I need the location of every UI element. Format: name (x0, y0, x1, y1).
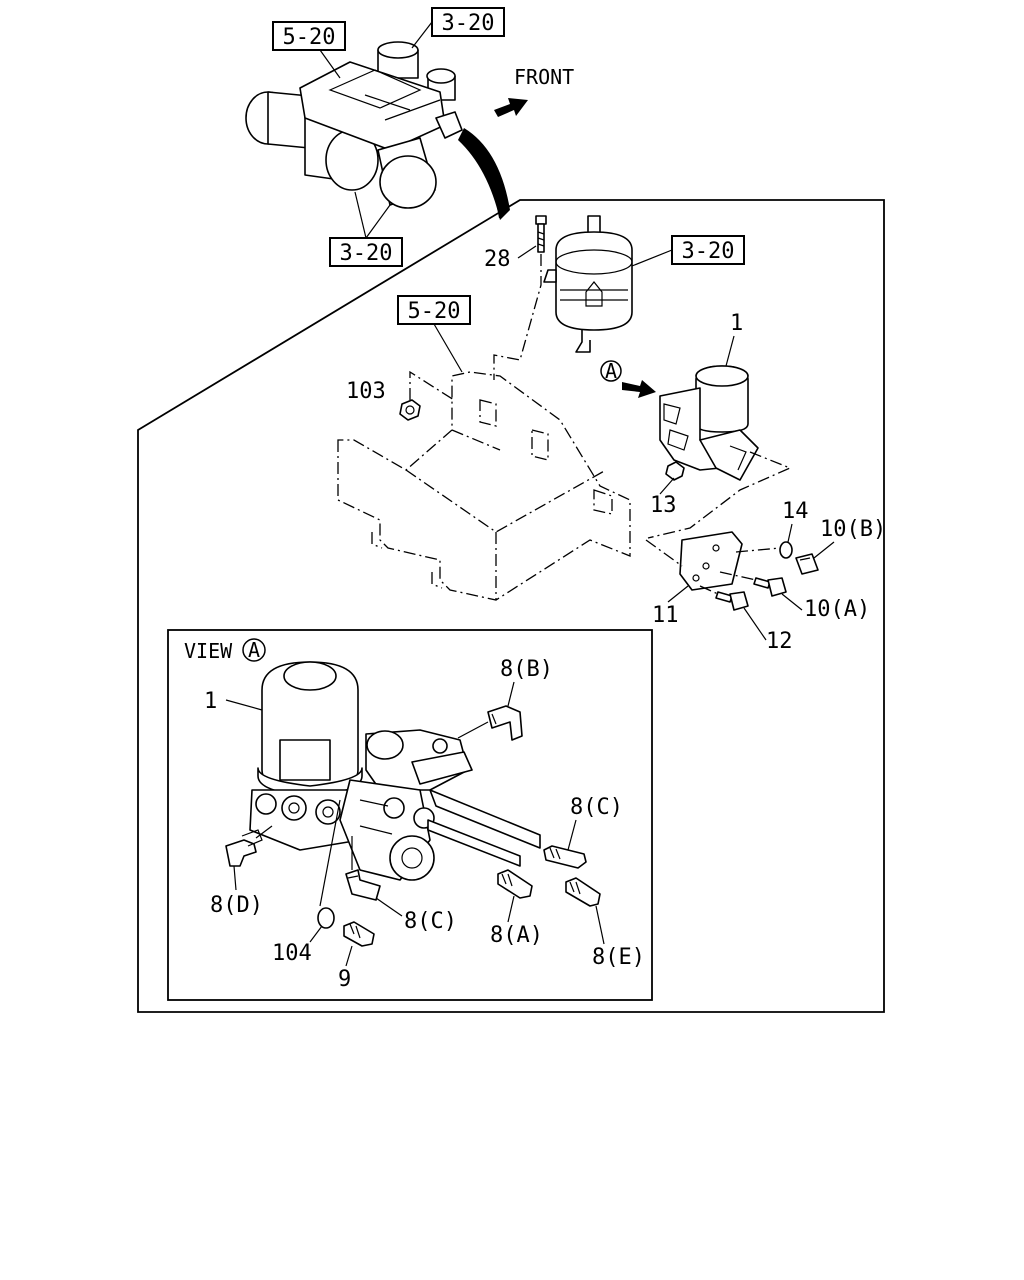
washer-14 (779, 541, 793, 559)
fitting-8d (225, 829, 263, 867)
ref-box-3-20-bottom[interactable]: 3-20 (329, 237, 403, 267)
view-a-title: VIEW A (184, 638, 266, 663)
label-11: 11 (652, 603, 679, 628)
fitting-8b (487, 705, 523, 741)
ref-box-3-20-tank[interactable]: 3-20 (671, 235, 745, 265)
label-104: 104 (272, 941, 312, 966)
label-103: 103 (346, 379, 386, 404)
ref-box-3-20-top[interactable]: 3-20 (431, 7, 505, 37)
label-8a: 8(A) (490, 923, 543, 948)
detail-frame (137, 199, 885, 1013)
view-valve-block (339, 729, 541, 881)
bolt-28 (493, 215, 547, 380)
fitting-8c-right (543, 845, 587, 869)
label-8c-right: 8(C) (570, 795, 623, 820)
label-12: 12 (766, 629, 793, 654)
section-marker-a: A (600, 359, 656, 398)
label-8b: 8(B) (500, 657, 553, 682)
label-view-1: 1 (204, 689, 217, 714)
oring-104 (317, 907, 335, 929)
ref-label: 3-20 (340, 241, 393, 266)
fitting-9 (343, 921, 375, 947)
detail-pointer-arrow (458, 128, 510, 220)
air-dryer-assembly (659, 365, 759, 481)
fitting-8c-bottom (345, 869, 381, 901)
ref-label: 3-20 (442, 11, 495, 36)
view-a-frame (167, 629, 653, 1001)
view-arrow-icon (622, 380, 656, 398)
label-28: 28 (484, 247, 511, 272)
svg-text:A: A (248, 638, 260, 662)
ref-box-5-20-bracket[interactable]: 5-20 (397, 295, 471, 325)
mounting-tray (337, 371, 631, 601)
front-arrow-icon (494, 98, 528, 117)
label-13: 13 (650, 493, 677, 518)
label-8c-bottom: 8(C) (404, 909, 457, 934)
label-14: 14 (782, 499, 809, 524)
fitting-8a (497, 869, 533, 899)
bolt-10b (795, 553, 819, 575)
front-label: FRONT (514, 65, 574, 89)
label-8d: 8(D) (210, 893, 263, 918)
ref-label: 3-20 (682, 239, 735, 264)
ref-label: 5-20 (283, 25, 336, 50)
nut-13 (665, 461, 685, 481)
svg-text:VIEW: VIEW (184, 639, 233, 663)
label-9: 9 (338, 967, 351, 992)
ref-label: 5-20 (408, 299, 461, 324)
front-indicator: FRONT (494, 65, 574, 117)
bolt-10a (753, 577, 787, 597)
label-8e: 8(E) (592, 945, 645, 970)
overview-assembly (245, 41, 463, 209)
view-air-dryer (249, 661, 363, 851)
air-tank (543, 215, 633, 353)
fitting-8e (565, 877, 601, 907)
nut-103 (399, 399, 421, 421)
bolt-12 (715, 591, 749, 611)
svg-text:A: A (605, 359, 617, 383)
ref-box-5-20-top[interactable]: 5-20 (272, 21, 346, 51)
label-10a: 10(A) (804, 597, 870, 622)
label-1: 1 (730, 311, 743, 336)
label-10b: 10(B) (820, 517, 886, 542)
bracket-11 (679, 531, 743, 591)
